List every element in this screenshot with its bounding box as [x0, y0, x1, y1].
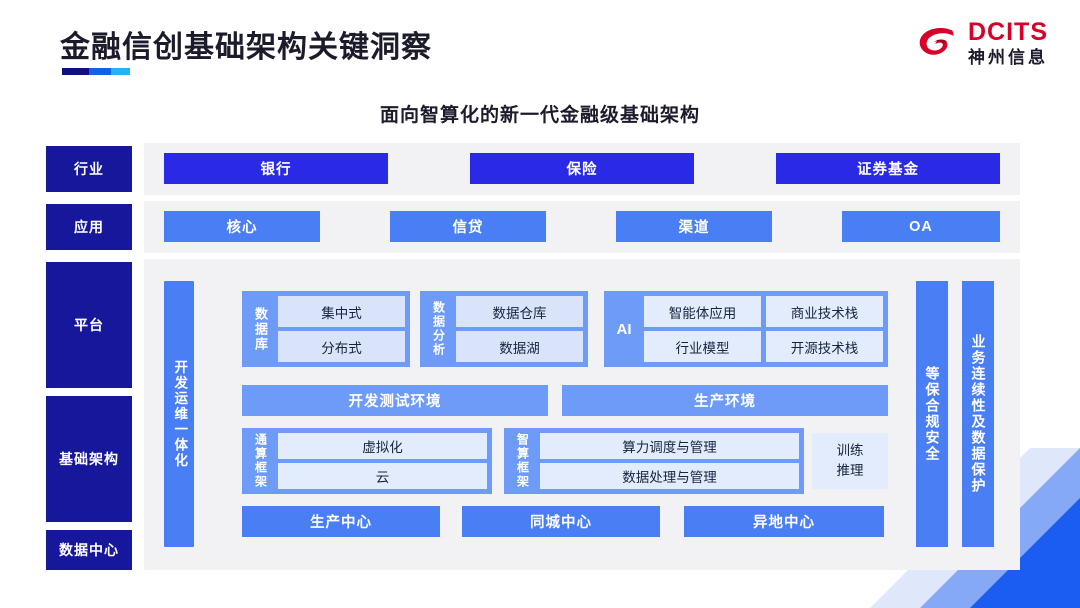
- industry-chip-bank[interactable]: 银行: [164, 153, 388, 184]
- page-title: 金融信创基础架构关键洞察: [60, 31, 432, 64]
- intelligent-compute-cell-scheduling[interactable]: 算力调度与管理: [540, 433, 799, 459]
- database-cell-distributed[interactable]: 分布式: [278, 331, 405, 362]
- general-compute-label: 通算框架: [247, 433, 273, 489]
- analytics-group-label: 数据分析: [425, 296, 451, 362]
- rail-label-application: 应用: [46, 204, 132, 250]
- pillar-compliance-security-label: 等保合规安全: [924, 366, 941, 462]
- train-infer-card[interactable]: 训练 推理: [812, 433, 888, 489]
- database-cell-centralized[interactable]: 集中式: [278, 296, 405, 327]
- intelligent-compute-label: 智算框架: [509, 433, 535, 489]
- rail-label-infrastructure: 基础架构: [46, 396, 132, 522]
- ai-cell-industry-model[interactable]: 行业模型: [644, 331, 761, 362]
- industry-chip-insurance[interactable]: 保险: [470, 153, 694, 184]
- database-label-text: 数据库: [253, 306, 269, 352]
- ai-cell-agent-apps[interactable]: 智能体应用: [644, 296, 761, 327]
- industry-panel: 银行 保险 证券基金: [144, 143, 1020, 195]
- intelligent-compute-label-text: 智算框架: [515, 433, 530, 489]
- industry-chip-securities-funds[interactable]: 证券基金: [776, 153, 1000, 184]
- platform-infrastructure-panel: 开发运维一体化 数据库 集中式 分布式 数据分析 数据仓库 数据湖: [144, 259, 1020, 570]
- devops-label: 开发运维一体化: [172, 359, 188, 469]
- ai-group-label: AI: [609, 296, 639, 362]
- analytics-label-text: 数据分析: [431, 301, 446, 357]
- rail-label-platform: 平台: [46, 262, 132, 388]
- ai-label-text: AI: [616, 320, 632, 338]
- logo-text-cn: 神州信息: [968, 48, 1048, 67]
- general-compute-cell-cloud[interactable]: 云: [278, 463, 487, 489]
- application-chip-credit[interactable]: 信贷: [390, 211, 546, 242]
- intelligent-compute-group[interactable]: 智算框架 算力调度与管理 数据处理与管理: [504, 428, 804, 494]
- ai-group[interactable]: AI 智能体应用 商业技术栈 行业模型 开源技术栈: [604, 291, 888, 367]
- application-chip-oa[interactable]: OA: [842, 211, 1000, 242]
- ai-cell-opensource-stack[interactable]: 开源技术栈: [766, 331, 883, 362]
- database-group[interactable]: 数据库 集中式 分布式: [242, 291, 410, 367]
- general-compute-label-text: 通算框架: [253, 433, 268, 489]
- application-chip-core[interactable]: 核心: [164, 211, 320, 242]
- infer-label: 推理: [836, 463, 864, 478]
- application-panel: 核心 信贷 渠道 OA: [144, 201, 1020, 253]
- devops-vertical-bar[interactable]: 开发运维一体化: [164, 281, 194, 547]
- swirl-logo-icon: [919, 27, 954, 55]
- env-bar-dev-test[interactable]: 开发测试环境: [242, 385, 548, 416]
- pillar-compliance-security[interactable]: 等保合规安全: [916, 281, 948, 547]
- intelligent-compute-cell-data-processing[interactable]: 数据处理与管理: [540, 463, 799, 489]
- env-bar-production[interactable]: 生产环境: [562, 385, 888, 416]
- rail-label-datacenter: 数据中心: [46, 530, 132, 570]
- logo-text-en: DCITS: [968, 18, 1048, 46]
- pillar-business-continuity-label: 业务连续性及数据保护: [970, 334, 987, 494]
- title-underline-accent: [62, 68, 130, 75]
- analytics-cell-data-lake[interactable]: 数据湖: [456, 331, 583, 362]
- pillar-business-continuity[interactable]: 业务连续性及数据保护: [962, 281, 994, 547]
- general-compute-group[interactable]: 通算框架 虚拟化 云: [242, 428, 492, 494]
- diagram-subtitle: 面向智算化的新一代金融级基础架构: [379, 105, 700, 126]
- database-group-label: 数据库: [247, 296, 273, 362]
- general-compute-cell-virtualization[interactable]: 虚拟化: [278, 433, 487, 459]
- dc-bar-production-center[interactable]: 生产中心: [242, 506, 440, 537]
- analytics-group[interactable]: 数据分析 数据仓库 数据湖: [420, 291, 588, 367]
- rail-label-industry: 行业: [46, 146, 132, 192]
- application-chip-channel[interactable]: 渠道: [616, 211, 772, 242]
- dc-bar-remote-center[interactable]: 异地中心: [684, 506, 884, 537]
- ai-cell-commercial-stack[interactable]: 商业技术栈: [766, 296, 883, 327]
- dc-bar-metro-center[interactable]: 同城中心: [462, 506, 660, 537]
- brand-logo: DCITS 神州信息: [916, 20, 1048, 66]
- train-label: 训练: [836, 443, 864, 459]
- analytics-cell-data-warehouse[interactable]: 数据仓库: [456, 296, 583, 327]
